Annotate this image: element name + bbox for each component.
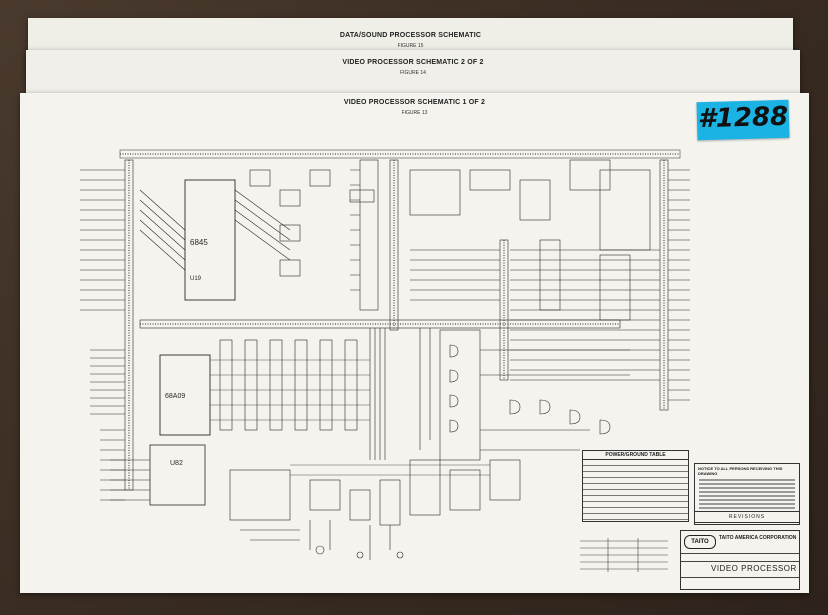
chip-label-6845: 6845	[190, 238, 208, 247]
power-ground-table-title: POWER/GROUND TABLE	[583, 451, 688, 460]
taito-logo: TAITO	[684, 535, 716, 549]
chip-label-68a09: 68A09	[165, 393, 185, 400]
sheet-figure-14: FIGURE 14	[400, 70, 426, 76]
chip-label-u19: U19	[190, 276, 202, 282]
power-ground-table: POWER/GROUND TABLE	[582, 450, 689, 522]
sheet-figure-13: FIGURE 13	[401, 110, 428, 116]
sheet-title-data-sound: DATA/SOUND PROCESSOR SCHEMATIC	[339, 32, 482, 39]
notice-title: NOTICE TO ALL PERSONS RECEIVING THIS DRA…	[698, 466, 783, 476]
company-name: TAITO AMERICA CORPORATION	[719, 535, 797, 541]
revisions-label: REVISIONS	[694, 511, 800, 523]
inventory-tag: #1288	[696, 99, 790, 141]
chip-label-u82: U82	[170, 460, 183, 467]
inventory-tag-label: #1288	[697, 101, 789, 135]
sheet-title-video-2: VIDEO PROCESSOR SCHEMATIC 2 OF 2	[342, 59, 484, 66]
title-block: TAITO TAITO AMERICA CORPORATION VIDEO PR…	[680, 530, 800, 590]
reference-lines	[580, 538, 668, 572]
sheet-figure-15: FIGURE 15	[397, 43, 424, 49]
schematic-drawing: 6845 U19 68A09 U82	[80, 149, 690, 560]
drawing-name: VIDEO PROCESSOR	[711, 564, 797, 573]
sheet-title-video-1: VIDEO PROCESSOR SCHEMATIC 1 OF 2	[343, 99, 486, 106]
